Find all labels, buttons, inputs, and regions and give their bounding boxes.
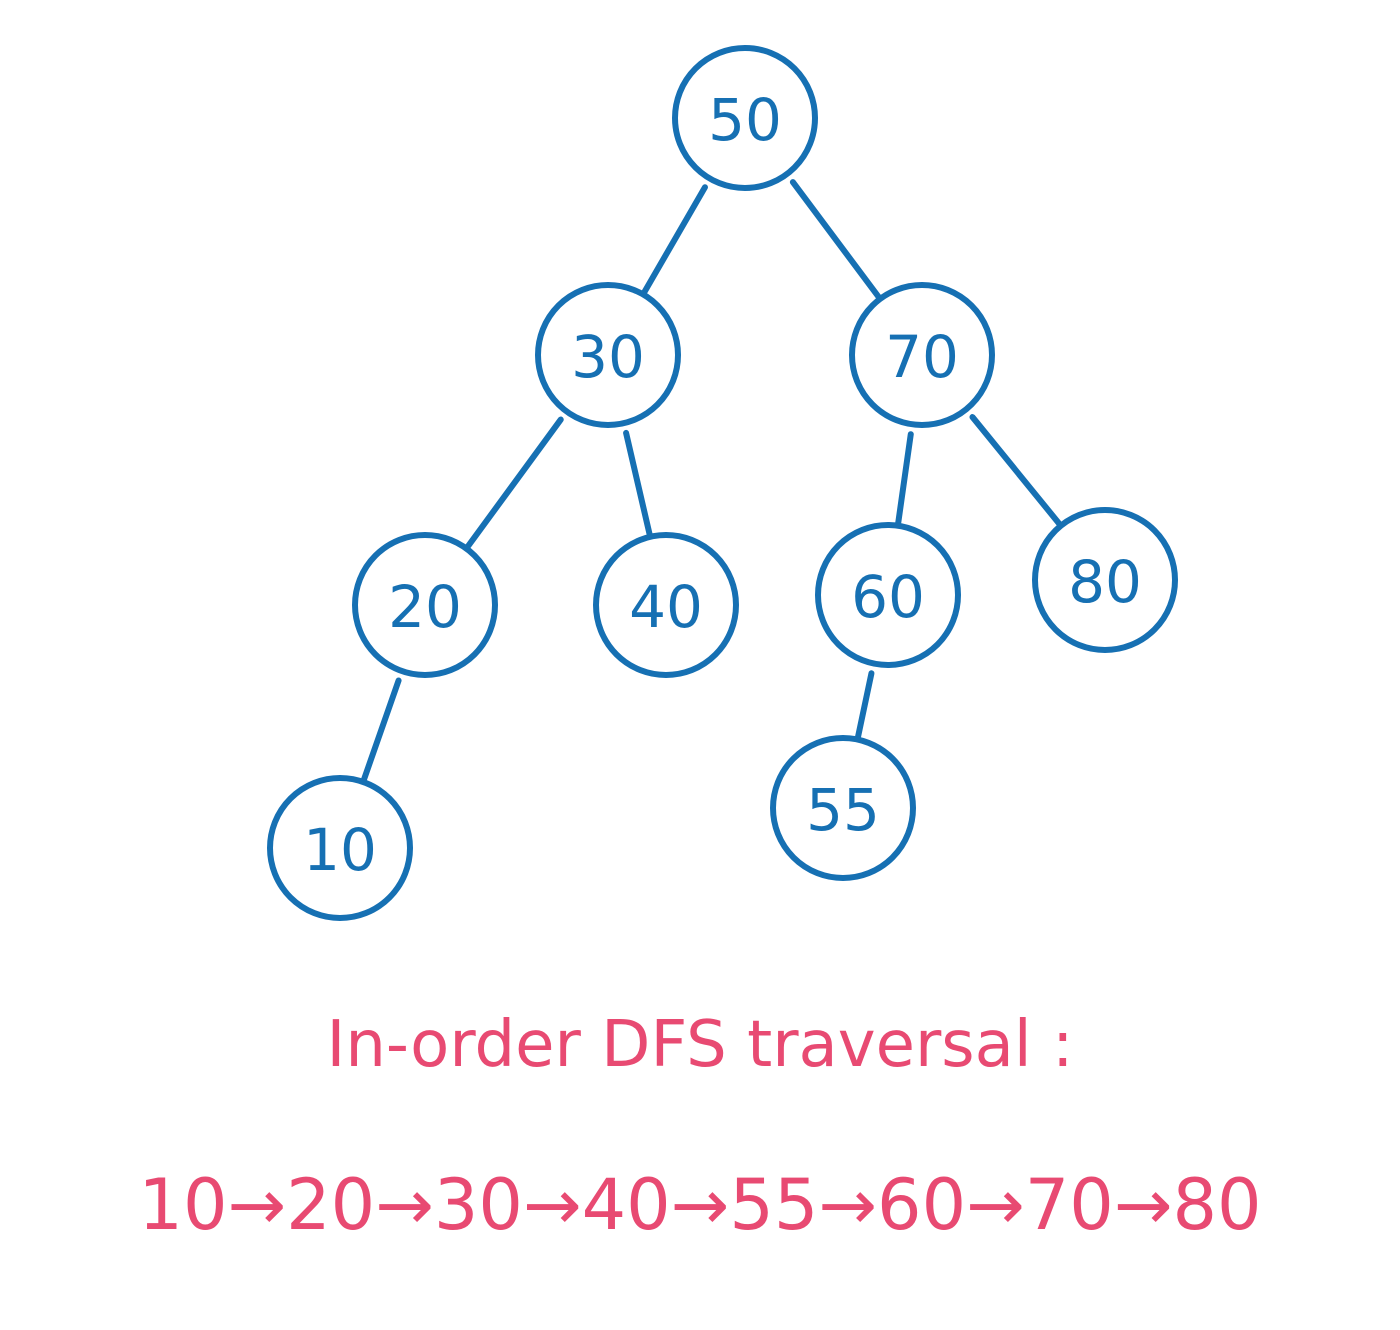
tree-edge [638,184,708,301]
traversal-sequence: 10→20→30→40→55→60→70→80 [138,1164,1262,1246]
tree-node-60: 60 [815,522,961,668]
tree-node-10: 10 [267,775,413,921]
node-circle [593,532,739,678]
node-circle [535,282,681,428]
tree-edge [789,179,886,306]
tree-edge [969,414,1067,532]
tree-node-70: 70 [849,282,995,428]
node-value: 20 [388,573,462,641]
node-circle [815,522,961,668]
tree-node-30: 30 [535,282,681,428]
node-circle [849,282,995,428]
tree-edge [460,416,564,555]
node-value: 70 [885,323,959,391]
node-circle [770,735,916,881]
tree-edges [358,179,1067,789]
tree-node-20: 20 [352,532,498,678]
tree-nodes: 50 30 20 10 40 70 60 55 80 [267,45,1178,921]
node-value: 50 [708,86,782,154]
binary-search-tree: 50 30 20 10 40 70 60 55 80 [267,45,1178,921]
node-circle [352,532,498,678]
tree-edge [358,677,402,789]
traversal-caption: In-order DFS traversal : [326,1008,1074,1082]
node-value: 80 [1068,548,1142,616]
tree-edge [894,431,914,533]
node-value: 40 [629,573,703,641]
node-circle [267,775,413,921]
node-value: 55 [806,776,880,844]
node-value: 10 [303,816,377,884]
tree-node-55: 55 [770,735,916,881]
tree-edge [623,429,655,544]
tree-node-40: 40 [593,532,739,678]
node-value: 30 [571,323,645,391]
node-value: 60 [851,563,925,631]
node-circle [672,45,818,191]
tree-node-50: 50 [672,45,818,191]
tree-edge [853,670,875,747]
tree-node-80: 80 [1032,507,1178,653]
node-circle [1032,507,1178,653]
